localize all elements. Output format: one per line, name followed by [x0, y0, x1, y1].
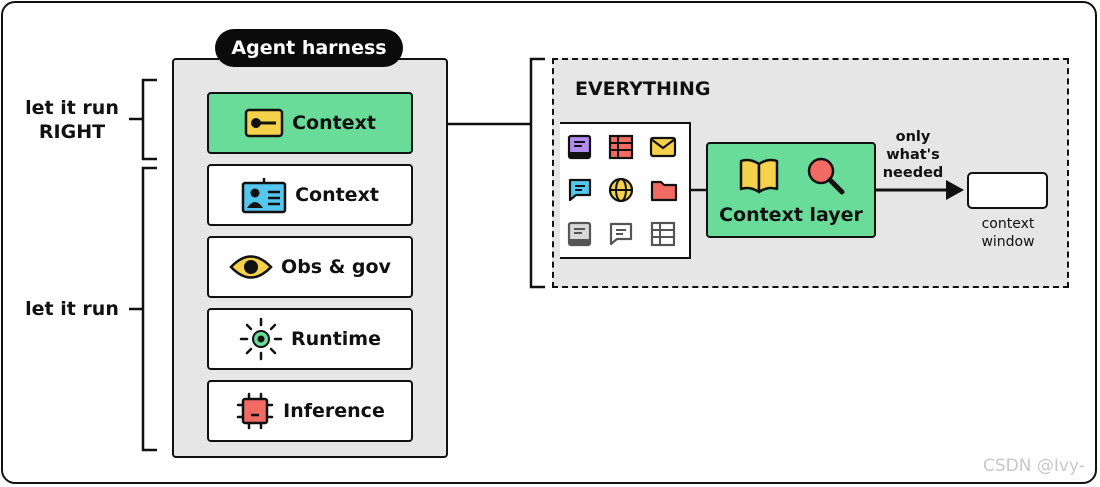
document-gray-icon — [567, 221, 592, 247]
context-layer-box[interactable]: Context layer — [706, 142, 876, 238]
needed-line-3: needed — [882, 165, 944, 181]
document-icon — [567, 134, 592, 160]
harness-item-label: Runtime — [291, 328, 381, 350]
only-whats-needed-label: only what's needed — [880, 128, 946, 182]
needed-line-2: what's — [886, 147, 940, 163]
harness-item-obs-gov[interactable]: Obs & gov — [207, 236, 413, 298]
harness-item-runtime[interactable]: Runtime — [207, 308, 413, 370]
harness-item-context-highlighted[interactable]: Context — [207, 92, 413, 154]
table-gray-icon — [650, 221, 676, 247]
watermark: CSDN @Ivy- — [983, 456, 1085, 476]
context-window-label: context window — [958, 215, 1058, 251]
top-side-label-line2: RIGHT — [38, 121, 106, 143]
id-badge-icon — [241, 178, 287, 214]
context-window-box — [967, 172, 1048, 209]
harness-item-label: Inference — [283, 400, 385, 422]
top-side-label-line1: let it run — [25, 97, 119, 119]
key-card-icon — [244, 108, 284, 138]
folder-icon — [650, 180, 678, 202]
sun-status-icon — [239, 317, 283, 361]
chip-icon — [236, 392, 274, 430]
spreadsheet-icon — [608, 134, 634, 160]
eye-icon — [229, 255, 273, 279]
needed-line-1: only — [895, 129, 931, 145]
context-window-line-1: context — [981, 216, 1035, 232]
harness-item-label: Context — [295, 184, 379, 206]
arrow-head-icon — [946, 180, 964, 200]
bottom-side-label: let it run — [25, 298, 119, 320]
mail-icon — [649, 136, 677, 158]
context-window-line-2: window — [981, 234, 1035, 250]
harness-item-inference[interactable]: Inference — [207, 380, 413, 442]
harness-item-context[interactable]: Context — [207, 164, 413, 226]
top-side-label: let it run RIGHT — [20, 96, 124, 144]
context-layer-label: Context layer — [719, 204, 863, 226]
harness-item-label: Context — [292, 112, 376, 134]
chat-gray-icon — [609, 222, 633, 246]
harness-item-label: Obs & gov — [281, 256, 391, 278]
agent-harness-title: Agent harness — [215, 29, 403, 67]
book-icon — [739, 158, 779, 194]
bracket-everything — [529, 57, 545, 289]
globe-icon — [608, 177, 634, 203]
everything-title: EVERYTHING — [575, 78, 711, 100]
chat-icon — [568, 178, 592, 202]
magnifier-icon — [807, 157, 845, 195]
